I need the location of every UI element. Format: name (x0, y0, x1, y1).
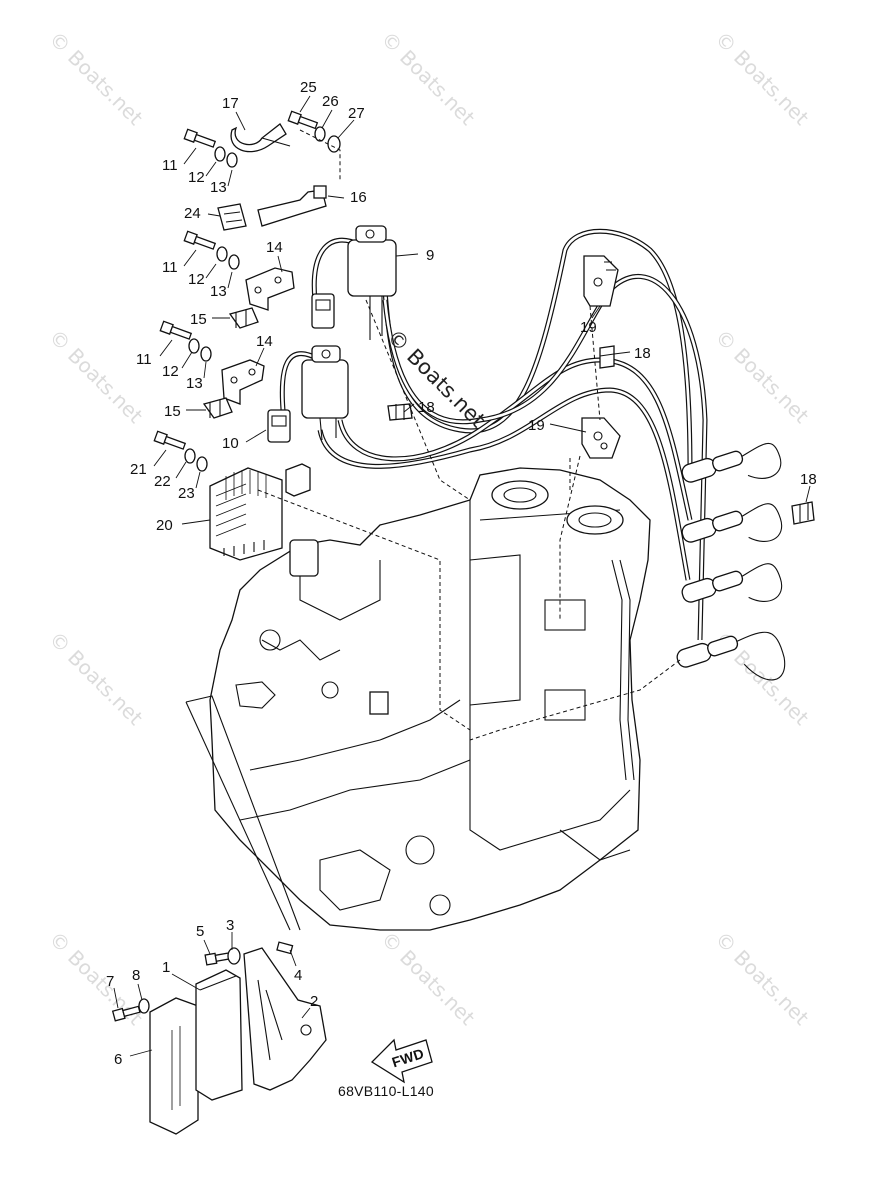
watermark: © Boats.net (710, 27, 813, 130)
callout-18: 18 (418, 399, 435, 416)
callout-23: 23 (178, 485, 195, 502)
callout-21: 21 (130, 461, 147, 478)
callout-25: 25 (300, 79, 317, 96)
ignition-hoses (279, 228, 708, 641)
callout-13: 13 (210, 283, 227, 300)
callout-13: 13 (210, 179, 227, 196)
bracket-16 (257, 185, 327, 227)
callout-22: 22 (154, 473, 171, 490)
callout-14: 14 (266, 239, 283, 256)
callout-17: 17 (222, 95, 239, 112)
callout-11: 11 (136, 351, 152, 368)
clip-15-lower (202, 397, 233, 419)
callout-16: 16 (350, 189, 367, 206)
callout-11: 11 (162, 259, 178, 276)
callout-20: 20 (156, 517, 173, 534)
engine-block (209, 467, 651, 931)
callout-15: 15 (190, 311, 207, 328)
callout-19: 19 (528, 417, 545, 434)
bolts-and-washers-upper (153, 110, 341, 472)
holder-18-a (599, 345, 615, 369)
callout-12: 12 (162, 363, 179, 380)
callout-2: 2 (310, 993, 318, 1010)
spark-plug-caps (676, 442, 786, 681)
callout-3: 3 (226, 917, 234, 934)
callout-7: 7 (106, 973, 114, 990)
callout-26: 26 (322, 93, 339, 110)
callout-18: 18 (634, 345, 651, 362)
ecu-assembly (111, 941, 327, 1135)
holder-19-a (583, 255, 619, 307)
holder-18-c (791, 501, 815, 525)
watermark: © Boats.net (710, 927, 813, 1030)
ignition-coil-upper (311, 225, 397, 340)
holder-18-b (387, 403, 413, 421)
callout-19: 19 (580, 319, 597, 336)
callout-27: 27 (348, 105, 365, 122)
callout-13: 13 (186, 375, 203, 392)
callout-1: 1 (162, 959, 170, 976)
callout-14: 14 (256, 333, 273, 350)
leader-lines (113, 95, 811, 1057)
callout-10: 10 (222, 435, 239, 452)
callout-6: 6 (114, 1051, 122, 1068)
callout-24: 24 (184, 205, 201, 222)
callout-labels: 17 25 26 27 11 12 13 16 24 9 14 11 12 13… (106, 79, 817, 1068)
clip-15-upper (228, 307, 259, 329)
callout-8: 8 (132, 967, 140, 984)
holder-19-b (581, 417, 621, 459)
callout-5: 5 (196, 923, 204, 940)
callout-4: 4 (294, 967, 302, 984)
watermark: © Boats.net (710, 325, 813, 428)
rectifier-regulator-20 (209, 463, 311, 561)
clamp-17 (230, 123, 291, 153)
watermark: © Boats.net (44, 325, 147, 428)
watermark: © Boats.net (376, 927, 479, 1030)
watermark: © Boats.net (376, 27, 479, 130)
callout-15: 15 (164, 403, 181, 420)
watermark: © Boats.net (44, 27, 147, 130)
assembly-dashed-lines (185, 129, 681, 931)
watermark: © Boats.net (44, 627, 147, 730)
holder-24 (217, 203, 247, 231)
ignition-coil-lower (267, 345, 349, 443)
bracket-14-upper (245, 267, 295, 311)
callout-12: 12 (188, 169, 205, 186)
callout-11: 11 (162, 157, 178, 174)
fwd-arrow-icon: FWD (370, 1038, 433, 1084)
diagram-code: 68VB110-L140 (338, 1083, 434, 1099)
bracket-14-lower (221, 359, 265, 405)
callout-9: 9 (426, 247, 434, 264)
callout-18: 18 (800, 471, 817, 488)
callout-12: 12 (188, 271, 205, 288)
